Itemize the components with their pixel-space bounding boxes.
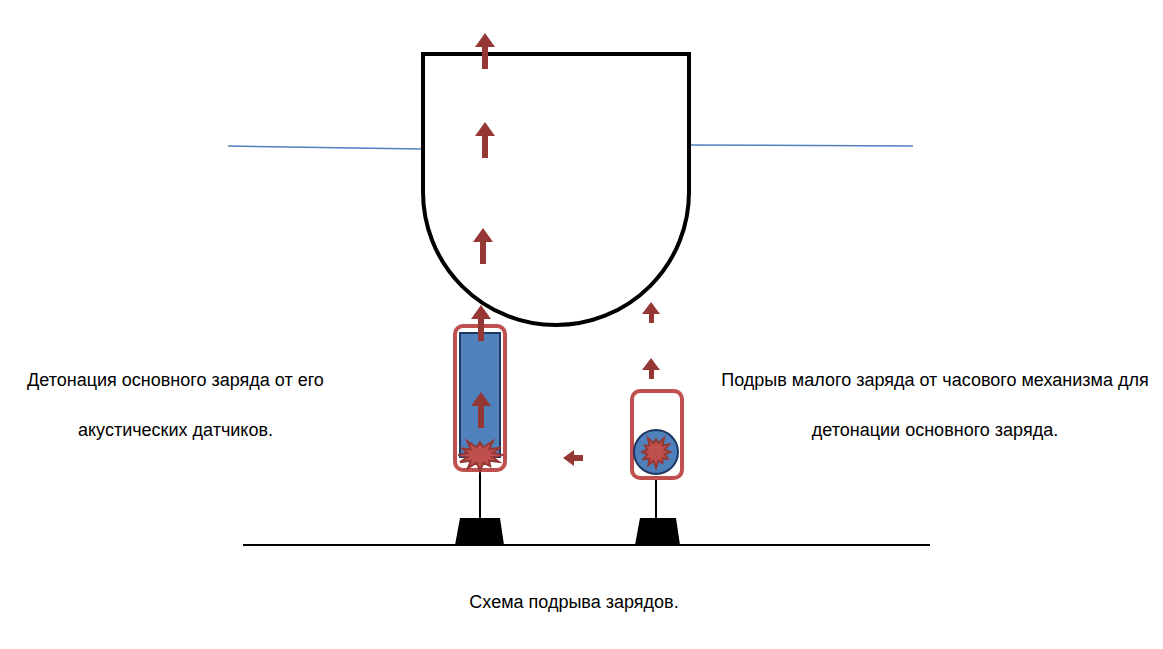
shock-arrow <box>642 302 660 323</box>
waterline <box>228 146 422 149</box>
shock-arrow <box>473 228 493 264</box>
shock-arrow <box>471 305 491 341</box>
callout-label: Детонация основного заряда от его акусти… <box>3 355 348 455</box>
explosion-star <box>642 438 670 468</box>
shock-arrow <box>563 450 583 466</box>
shock-arrow <box>475 33 495 69</box>
ship-hull <box>423 54 689 325</box>
main-charge-case <box>455 326 505 470</box>
explosion-star <box>458 441 503 471</box>
shock-arrow <box>471 392 491 428</box>
waterline <box>690 145 913 146</box>
mine-anchor <box>455 518 504 545</box>
explosion-symbol <box>642 438 670 468</box>
small-charge-case <box>632 391 682 478</box>
explosion-symbol <box>458 441 503 471</box>
mine-cable <box>655 478 657 520</box>
callout-label: Подрыв малого заряда от часового механиз… <box>712 355 1158 455</box>
mine-cable <box>479 470 481 520</box>
seabed-line <box>243 544 930 546</box>
shock-arrow <box>475 122 495 158</box>
shock-arrow <box>642 358 660 379</box>
figure-caption: Схема подрыва зарядов. <box>374 591 774 613</box>
mine-anchor <box>635 518 680 545</box>
small-charge <box>634 430 678 474</box>
main-charge <box>460 333 500 457</box>
